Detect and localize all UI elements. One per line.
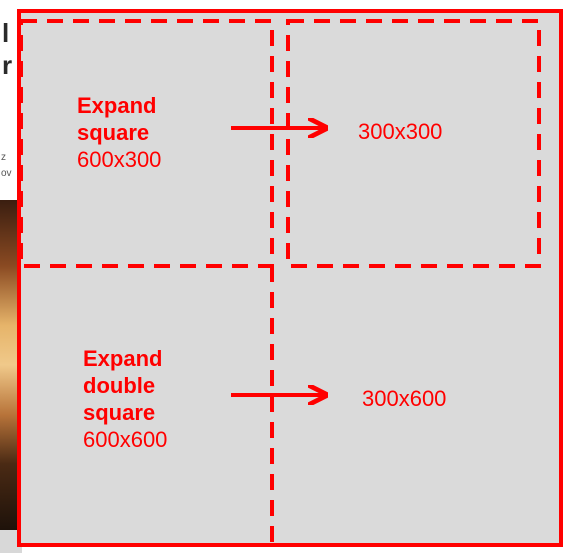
expand-square-source-size: 600x300: [77, 147, 162, 172]
expand-double-square-source-size: 600x600: [83, 427, 168, 452]
expand-square-target-size: 300x300: [358, 119, 443, 144]
background-strip: [0, 530, 22, 553]
background-photo: [0, 200, 22, 530]
expand-square-label: Expand square 600x300: [77, 92, 161, 173]
background-text-fragment: ov: [1, 168, 12, 179]
target-square-box: [286, 19, 541, 268]
expand-double-square-title-line-2: double: [83, 373, 156, 398]
background-title-fragment: r: [2, 50, 13, 80]
expand-double-square-title-line-1: Expand: [83, 346, 163, 371]
expand-double-square-label: Expand double square 600x600: [83, 345, 167, 453]
expand-square-title-line-2: square: [77, 120, 150, 145]
background-text-fragment: z: [1, 152, 6, 163]
expand-double-square-title-line-3: square: [83, 400, 156, 425]
background-title-fragment: l: [2, 18, 10, 48]
source-square-box: [19, 19, 274, 268]
expand-square-title-line-1: Expand: [77, 93, 157, 118]
expand-double-square-target-size: 300x600: [362, 386, 447, 411]
